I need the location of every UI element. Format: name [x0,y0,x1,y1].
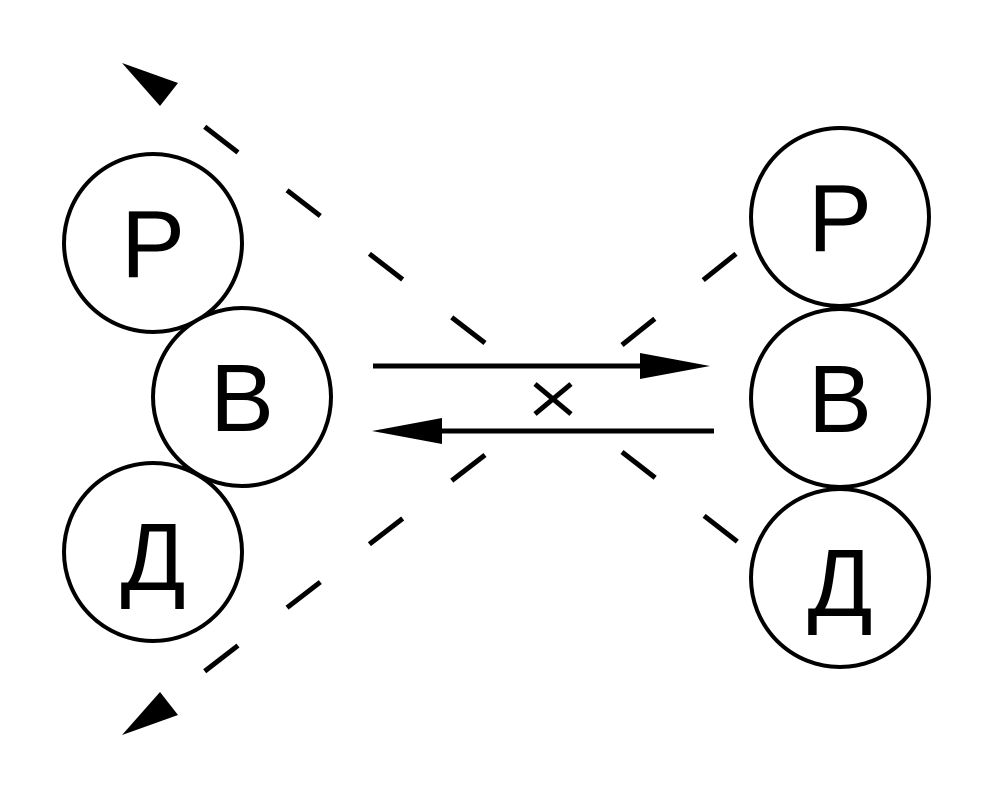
right-adult-label: В [808,346,872,453]
left-child-state: Д [62,461,244,643]
left-lower-dashed-arrow [122,453,487,735]
bottom-solid-arrow [372,418,714,444]
right-parent-label: Р [808,165,872,272]
crossed-transaction-symbol [533,382,573,416]
left-child-label: Д [120,504,185,611]
right-child-state: Д [749,487,931,669]
left-parent-state: Р [62,152,244,334]
left-adult-state: В [151,306,333,488]
left-upper-dashed-arrow [122,63,487,345]
top-solid-arrow [373,353,710,379]
right-adult-state: В [749,307,931,489]
left-adult-label: В [210,345,274,452]
right-lower-dashed-line [620,450,754,555]
right-upper-dashed-line [620,239,754,347]
left-parent-label: Р [121,191,185,298]
right-child-label: Д [807,530,872,637]
right-parent-state: Р [749,126,931,308]
